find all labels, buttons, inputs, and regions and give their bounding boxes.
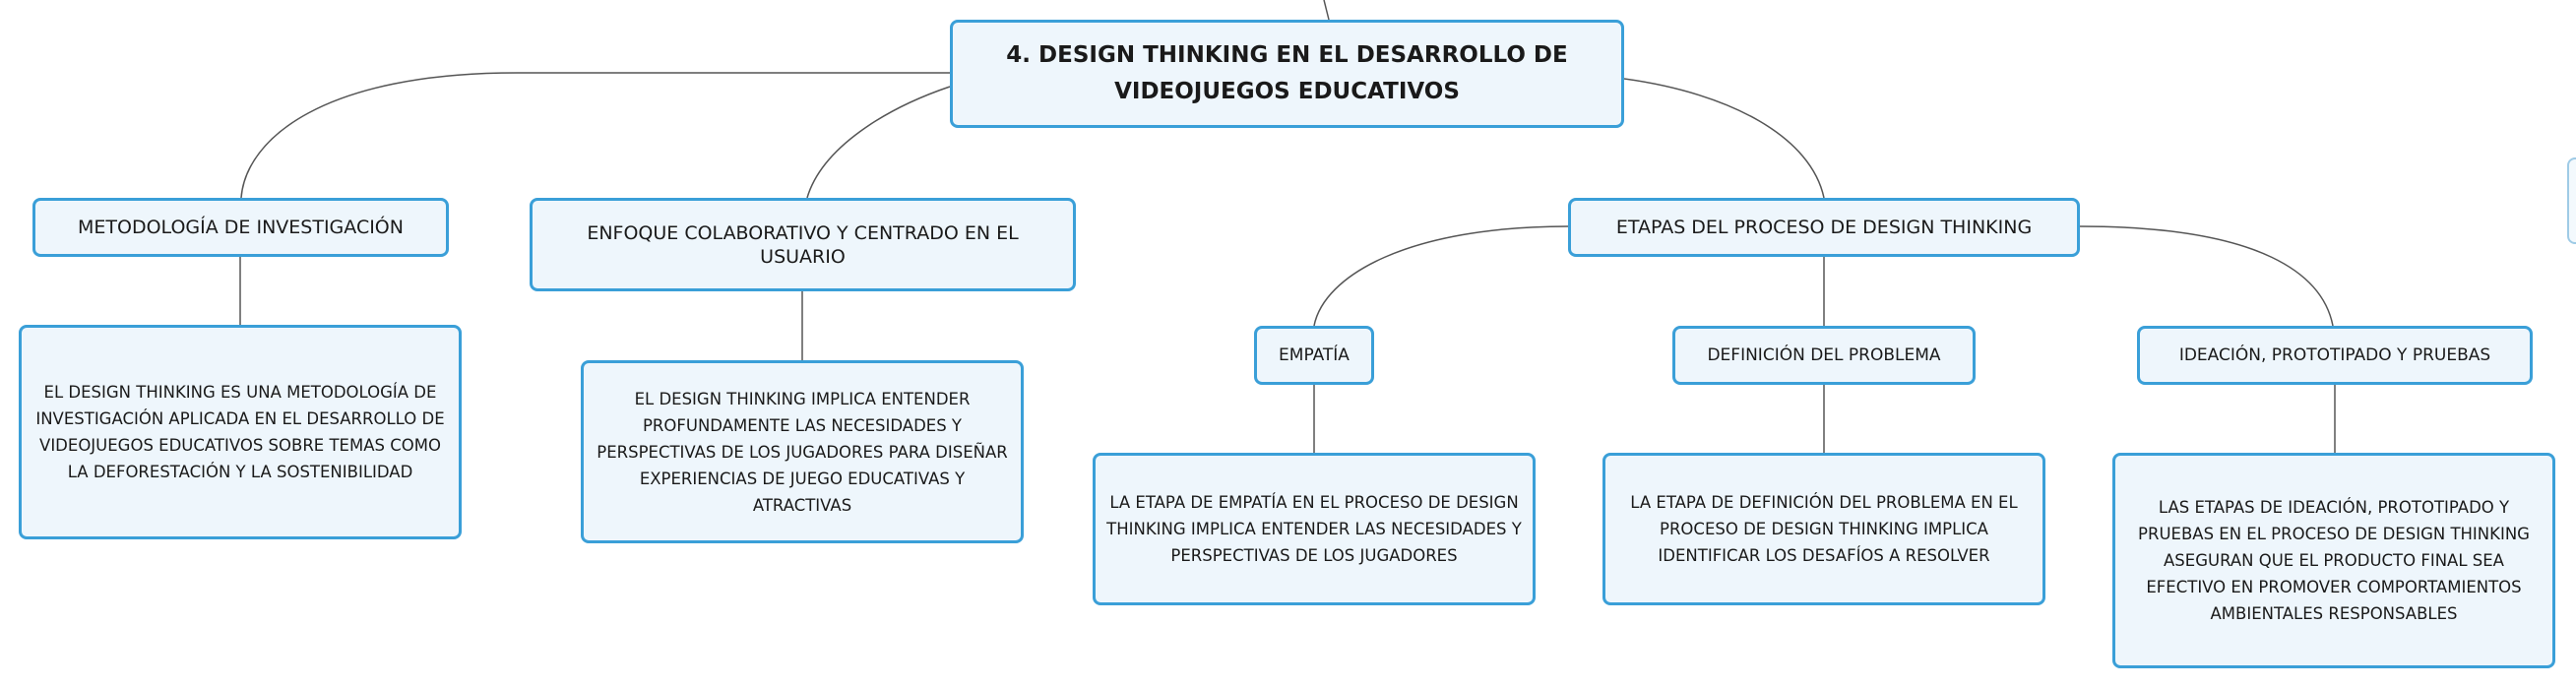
stage-empatia-label: EMPATÍA [1279, 345, 1350, 365]
metodologia-description-node[interactable]: EL DESIGN THINKING ES UNA METODOLOGÍA DE… [19, 325, 462, 539]
ideacion-description-node[interactable]: LAS ETAPAS DE IDEACIÓN, PROTOTIPADO Y PR… [2112, 453, 2555, 668]
connector-root-parent [1323, 0, 1330, 21]
connector-etapas-ideacion [2079, 225, 2334, 327]
enfoque-description: EL DESIGN THINKING IMPLICA ENTENDER PROF… [597, 389, 1008, 515]
branch-etapas-node[interactable]: ETAPAS DEL PROCESO DE DESIGN THINKING [1568, 198, 2080, 257]
branch-etapas-label: ETAPAS DEL PROCESO DE DESIGN THINKING [1615, 217, 2033, 238]
branch-enfoque-node[interactable]: ENFOQUE COLABORATIVO Y CENTRADO EN EL US… [530, 198, 1076, 291]
branch-metodologia-node[interactable]: METODOLOGÍA DE INVESTIGACIÓN [32, 198, 449, 257]
connector-etapas-empatia [1313, 225, 1569, 327]
connector-root-metodologia [240, 72, 950, 199]
stage-definicion-label: DEFINICIÓN DEL PROBLEMA [1707, 345, 1941, 365]
definicion-description-node[interactable]: LA ETAPA DE DEFINICIÓN DEL PROBLEMA EN E… [1602, 453, 2045, 605]
branch-enfoque-label: ENFOQUE COLABORATIVO Y CENTRADO EN EL US… [587, 221, 1019, 268]
branch-metodologia-label: METODOLOGÍA DE INVESTIGACIÓN [78, 217, 404, 238]
root-node[interactable]: 4. DESIGN THINKING EN EL DESARROLLO DE V… [950, 20, 1624, 128]
root-title: 4. DESIGN THINKING EN EL DESARROLLO DE V… [1006, 42, 1568, 104]
connector-root-enfoque [806, 86, 951, 199]
stage-ideacion-node[interactable]: IDEACIÓN, PROTOTIPADO Y PRUEBAS [2137, 326, 2533, 385]
stage-empatia-node[interactable]: EMPATÍA [1254, 326, 1374, 385]
empatia-description-node[interactable]: LA ETAPA DE EMPATÍA EN EL PROCESO DE DES… [1093, 453, 1536, 605]
definicion-description: LA ETAPA DE DEFINICIÓN DEL PROBLEMA EN E… [1630, 493, 2018, 565]
ideacion-description: LAS ETAPAS DE IDEACIÓN, PROTOTIPADO Y PR… [2138, 498, 2530, 623]
empatia-description: LA ETAPA DE EMPATÍA EN EL PROCESO DE DES… [1106, 493, 1522, 565]
offscreen-node-edge[interactable] [2567, 157, 2576, 244]
enfoque-description-node[interactable]: EL DESIGN THINKING IMPLICA ENTENDER PROF… [581, 360, 1024, 543]
stage-definicion-node[interactable]: DEFINICIÓN DEL PROBLEMA [1672, 326, 1976, 385]
connector-root-etapas [1623, 78, 1825, 199]
stage-ideacion-label: IDEACIÓN, PROTOTIPADO Y PRUEBAS [2178, 345, 2491, 365]
metodologia-description: EL DESIGN THINKING ES UNA METODOLOGÍA DE… [35, 383, 445, 481]
